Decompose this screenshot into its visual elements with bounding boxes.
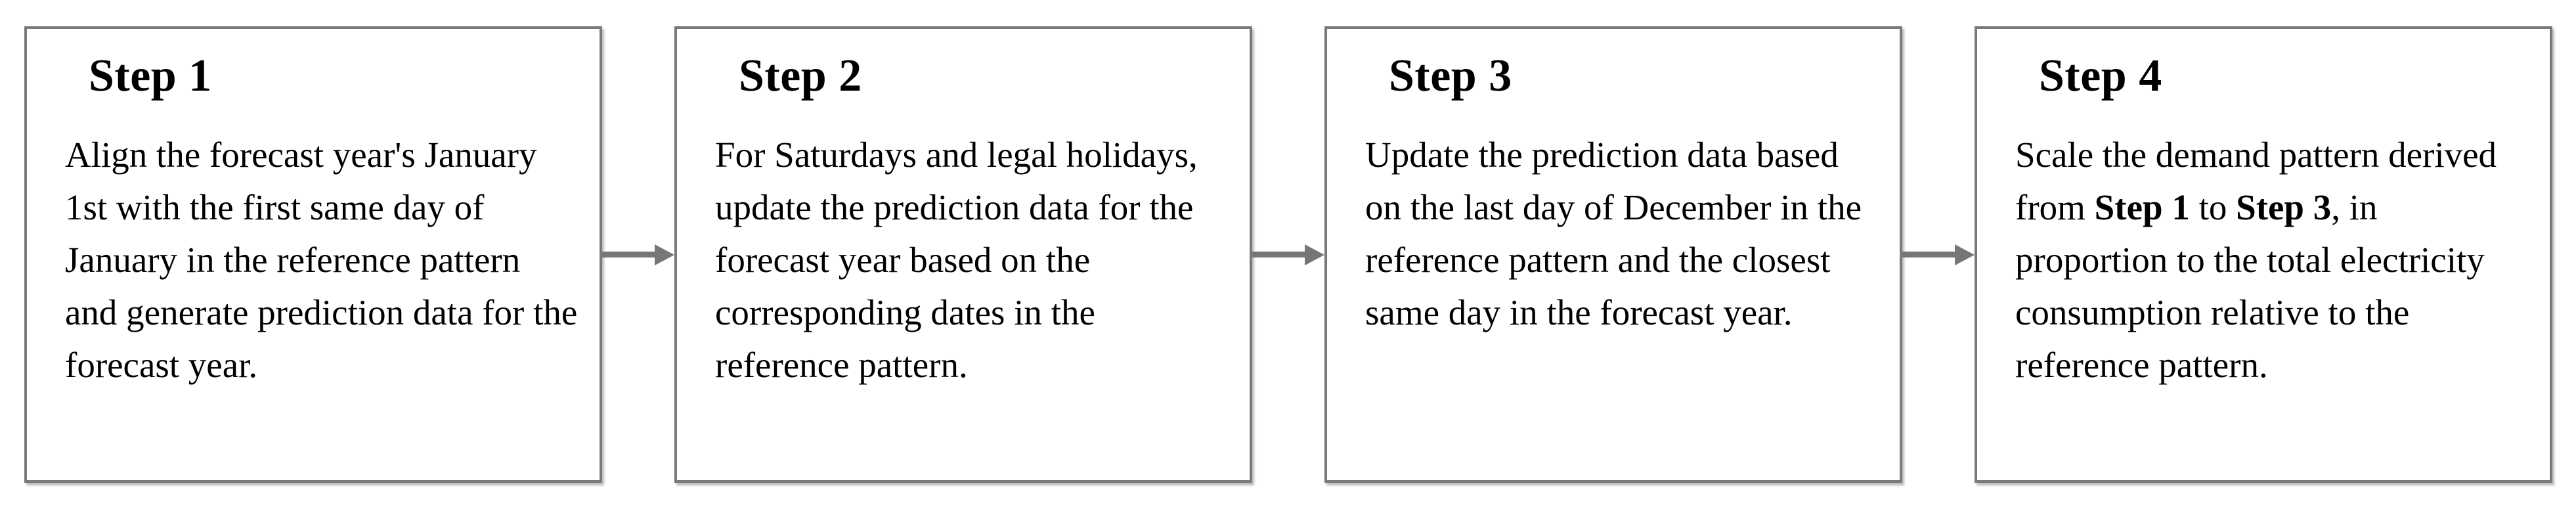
arrow-head bbox=[1305, 244, 1324, 265]
step-4-bold-ref-step-1: Step 1 bbox=[2094, 187, 2190, 227]
arrow-right-icon bbox=[602, 244, 674, 265]
step-4-description-text: , in proportion to the total electricity… bbox=[2015, 187, 2485, 385]
arrow-shaft bbox=[1252, 252, 1305, 258]
arrow-shaft bbox=[602, 252, 655, 258]
step-2-title: Step 2 bbox=[739, 51, 862, 101]
step-3-box: Step 3 Update the prediction data based … bbox=[1324, 26, 1902, 483]
arrow-head bbox=[1955, 244, 1975, 265]
step-3-description: Update the prediction data based on the … bbox=[1365, 129, 1881, 339]
step-3-description-text: Update the prediction data based on the … bbox=[1365, 135, 1862, 332]
step-4-bold-ref-step-3: Step 3 bbox=[2236, 187, 2332, 227]
arrow-head bbox=[655, 244, 674, 265]
arrow-right-icon bbox=[1902, 244, 1975, 265]
step-1-description: Align the forecast year's January 1st wi… bbox=[65, 129, 581, 392]
step-1-title: Step 1 bbox=[89, 51, 212, 101]
step-1-description-text: Align the forecast year's January 1st wi… bbox=[65, 135, 578, 385]
step-4-box: Step 4 Scale the demand pattern derived … bbox=[1975, 26, 2552, 483]
step-4-title: Step 4 bbox=[2039, 51, 2162, 101]
step-3-title: Step 3 bbox=[1389, 51, 1512, 101]
step-4-description-text: to bbox=[2189, 187, 2237, 227]
step-4-description-text: Scale the demand pattern derived from bbox=[2015, 135, 2497, 227]
step-4-description: Scale the demand pattern derived from St… bbox=[2015, 129, 2531, 392]
arrow-cell-3 bbox=[1902, 26, 1975, 483]
step-1-box: Step 1 Align the forecast year's January… bbox=[24, 26, 602, 483]
step-2-description: For Saturdays and legal holidays, update… bbox=[715, 129, 1231, 392]
step-2-description-text: For Saturdays and legal holidays, update… bbox=[715, 135, 1198, 385]
step-2-box: Step 2 For Saturdays and legal holidays,… bbox=[674, 26, 1252, 483]
arrow-cell-1 bbox=[602, 26, 674, 483]
arrow-shaft bbox=[1902, 252, 1955, 258]
arrow-cell-2 bbox=[1252, 26, 1324, 483]
arrow-right-icon bbox=[1252, 244, 1324, 265]
